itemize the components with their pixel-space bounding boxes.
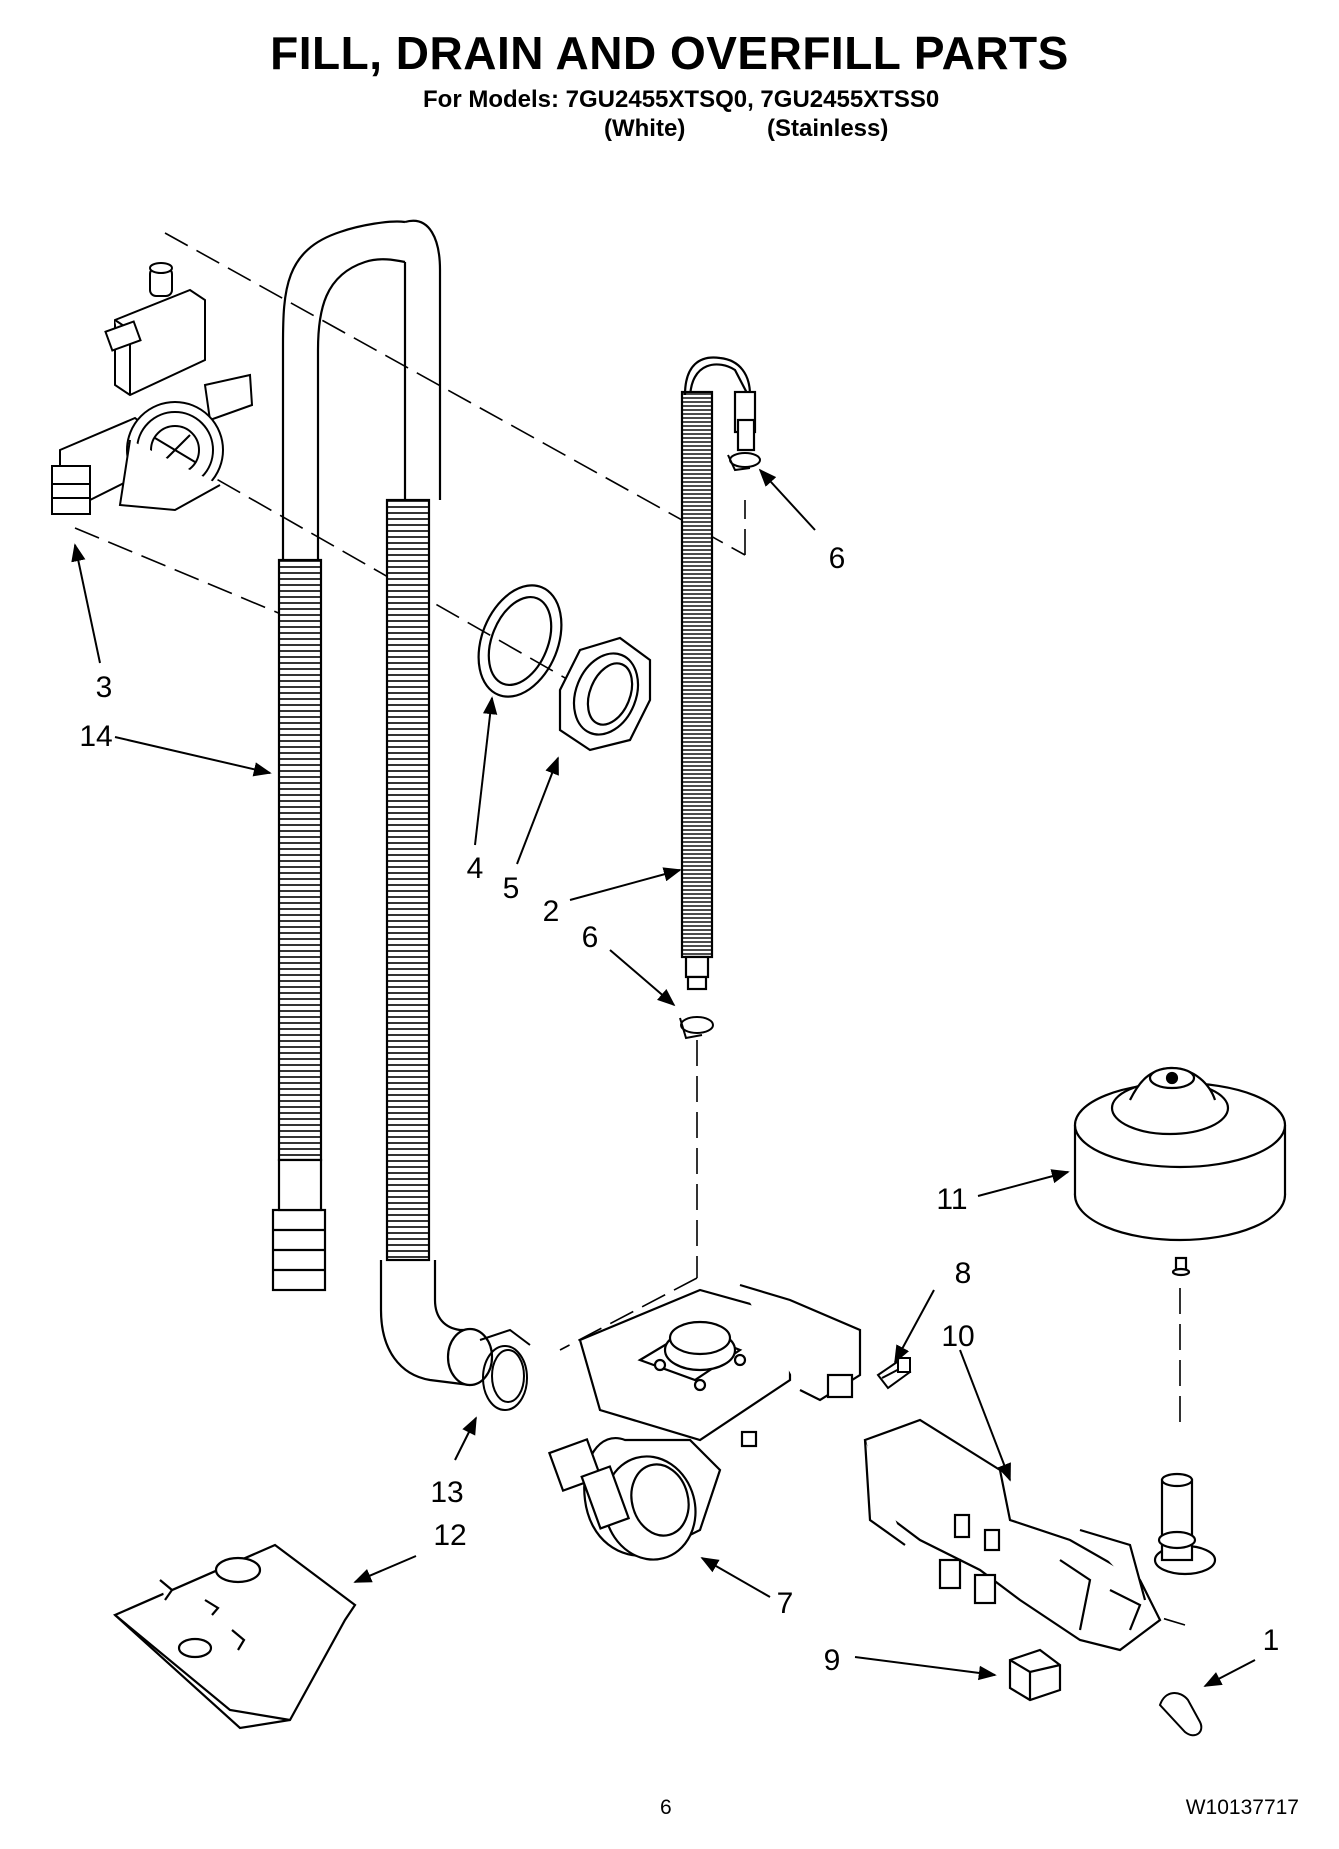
hose-clamp-part xyxy=(479,1328,531,1411)
retaining-clip-part xyxy=(1158,1692,1203,1737)
callout-6-lower: 6 xyxy=(582,921,599,954)
leader-6-lower xyxy=(609,949,676,1007)
callout-9: 9 xyxy=(824,1644,841,1677)
callout-14: 14 xyxy=(79,720,112,753)
leader-5 xyxy=(516,756,559,865)
leader-lines xyxy=(71,468,1256,1687)
callout-3: 3 xyxy=(96,671,113,704)
drain-hose-part xyxy=(271,219,494,1387)
gasket-ring-part xyxy=(477,584,563,698)
leader-4 xyxy=(474,696,498,846)
overfill-switch-part xyxy=(1008,1648,1062,1702)
models-line: For Models: 7GU2455XTSQ0, 7GU2455XTSS0 xyxy=(423,86,940,113)
alignment-line-top xyxy=(164,232,746,556)
screw-part xyxy=(876,1357,912,1390)
leader-11 xyxy=(977,1169,1070,1197)
variant-stainless: (Stainless) xyxy=(767,115,889,142)
callout-5: 5 xyxy=(503,872,520,905)
leader-14 xyxy=(114,736,272,777)
leader-10 xyxy=(959,1349,1011,1482)
callout-13: 13 xyxy=(430,1476,463,1509)
small-clamp-part-lower xyxy=(679,1016,714,1040)
water-valve-part xyxy=(547,1283,862,1561)
alignment-line-bottom xyxy=(74,527,301,623)
callout-2: 2 xyxy=(543,895,560,928)
callout-labels: 3 14 4 5 2 6 6 11 8 10 13 12 7 9 1 xyxy=(79,542,1279,1677)
callout-1: 1 xyxy=(1263,1624,1280,1657)
leader-3 xyxy=(71,543,101,664)
fill-hose-part xyxy=(680,356,757,991)
document-number: W10137717 xyxy=(1185,1796,1299,1819)
leader-8 xyxy=(894,1289,935,1364)
nut-part xyxy=(558,636,652,752)
leader-13 xyxy=(454,1416,477,1461)
callout-8: 8 xyxy=(955,1257,972,1290)
small-clamp-part-upper xyxy=(727,452,761,472)
leader-7 xyxy=(700,1557,771,1598)
parts-bag-part xyxy=(112,1543,357,1730)
leader-2 xyxy=(569,867,682,901)
leader-12 xyxy=(353,1555,417,1583)
air-gap-cap-part xyxy=(1073,1066,1287,1277)
callout-11: 11 xyxy=(936,1183,967,1216)
bracket-part xyxy=(863,1418,1217,1652)
page-title: FILL, DRAIN AND OVERFILL PARTS xyxy=(270,27,1069,79)
callout-12: 12 xyxy=(433,1519,466,1552)
vent-funnel-part xyxy=(51,262,254,515)
callout-10: 10 xyxy=(941,1320,974,1353)
leader-9 xyxy=(854,1656,997,1681)
variant-white: (White) xyxy=(604,115,686,142)
leader-6-upper xyxy=(758,468,816,531)
callout-6-upper: 6 xyxy=(829,542,846,575)
page-number: 6 xyxy=(660,1796,672,1819)
callout-4: 4 xyxy=(467,852,484,885)
leader-1 xyxy=(1203,1659,1256,1687)
callout-7: 7 xyxy=(777,1587,794,1620)
